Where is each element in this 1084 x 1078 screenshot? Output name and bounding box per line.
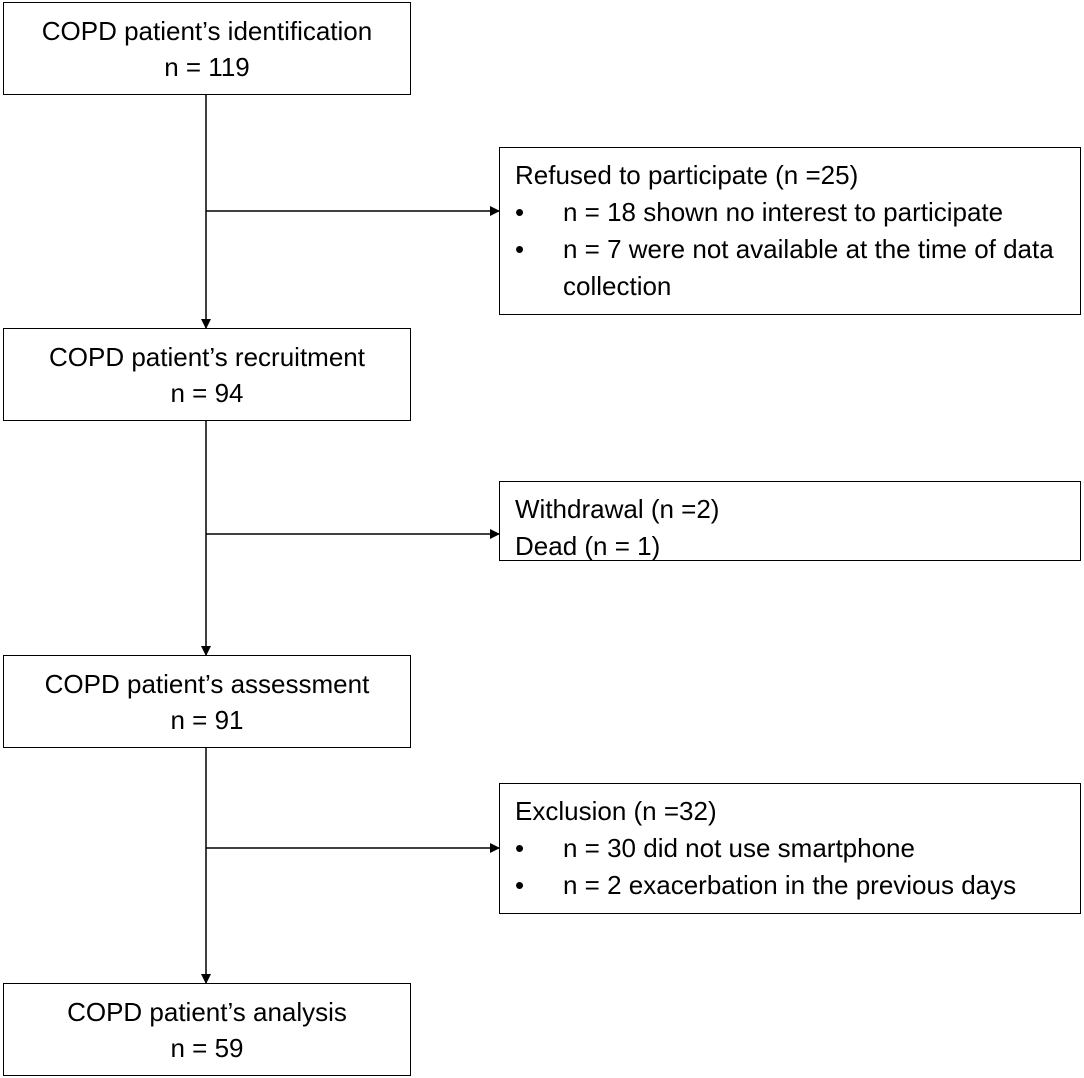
dead-line: Dead (n = 1) [515, 531, 661, 561]
recruitment-count: n = 94 [170, 377, 244, 408]
analysis-count: n = 59 [170, 1032, 244, 1063]
refused-box: Refused to participate (n =25) • n = 18 … [499, 147, 1081, 315]
refused-item: • n = 18 shown no interest to participat… [515, 194, 1080, 231]
identification-count: n = 119 [164, 51, 250, 82]
withdrawal-box: Withdrawal (n =2) Dead (n = 1) [499, 481, 1081, 561]
withdrawal-line: Withdrawal (n =2) [515, 494, 720, 524]
bullet-icon: • [515, 234, 525, 264]
recruitment-box: COPD patient’s recruitment n = 94 [3, 328, 411, 421]
refused-heading: Refused to participate (n =25) [515, 160, 859, 190]
exclusion-box: Exclusion (n =32) • n = 30 did not use s… [499, 783, 1081, 914]
refused-item-text: n = 18 shown no interest to participate [563, 197, 1004, 227]
recruitment-title: COPD patient’s recruitment [49, 341, 365, 372]
bullet-icon: • [515, 870, 525, 900]
refused-item-text: n = 7 were not available at the time of … [563, 234, 1054, 301]
assessment-title: COPD patient’s assessment [44, 668, 370, 699]
analysis-box: COPD patient’s analysis n = 59 [3, 983, 411, 1076]
analysis-title: COPD patient’s analysis [67, 996, 347, 1027]
exclusion-heading: Exclusion (n =32) [515, 796, 717, 826]
bullet-icon: • [515, 833, 525, 863]
exclusion-item: • n = 30 did not use smartphone [515, 830, 1080, 867]
exclusion-item: • n = 2 exacerbation in the previous day… [515, 867, 1080, 904]
identification-box: COPD patient’s identification n = 119 [3, 2, 411, 95]
identification-title: COPD patient’s identification [41, 15, 373, 46]
refused-item: • n = 7 were not available at the time o… [515, 231, 1080, 305]
exclusion-item-text: n = 2 exacerbation in the previous days [563, 870, 1017, 900]
bullet-icon: • [515, 197, 525, 227]
assessment-box: COPD patient’s assessment n = 91 [3, 655, 411, 748]
exclusion-item-text: n = 30 did not use smartphone [563, 833, 915, 863]
assessment-count: n = 91 [170, 704, 244, 735]
